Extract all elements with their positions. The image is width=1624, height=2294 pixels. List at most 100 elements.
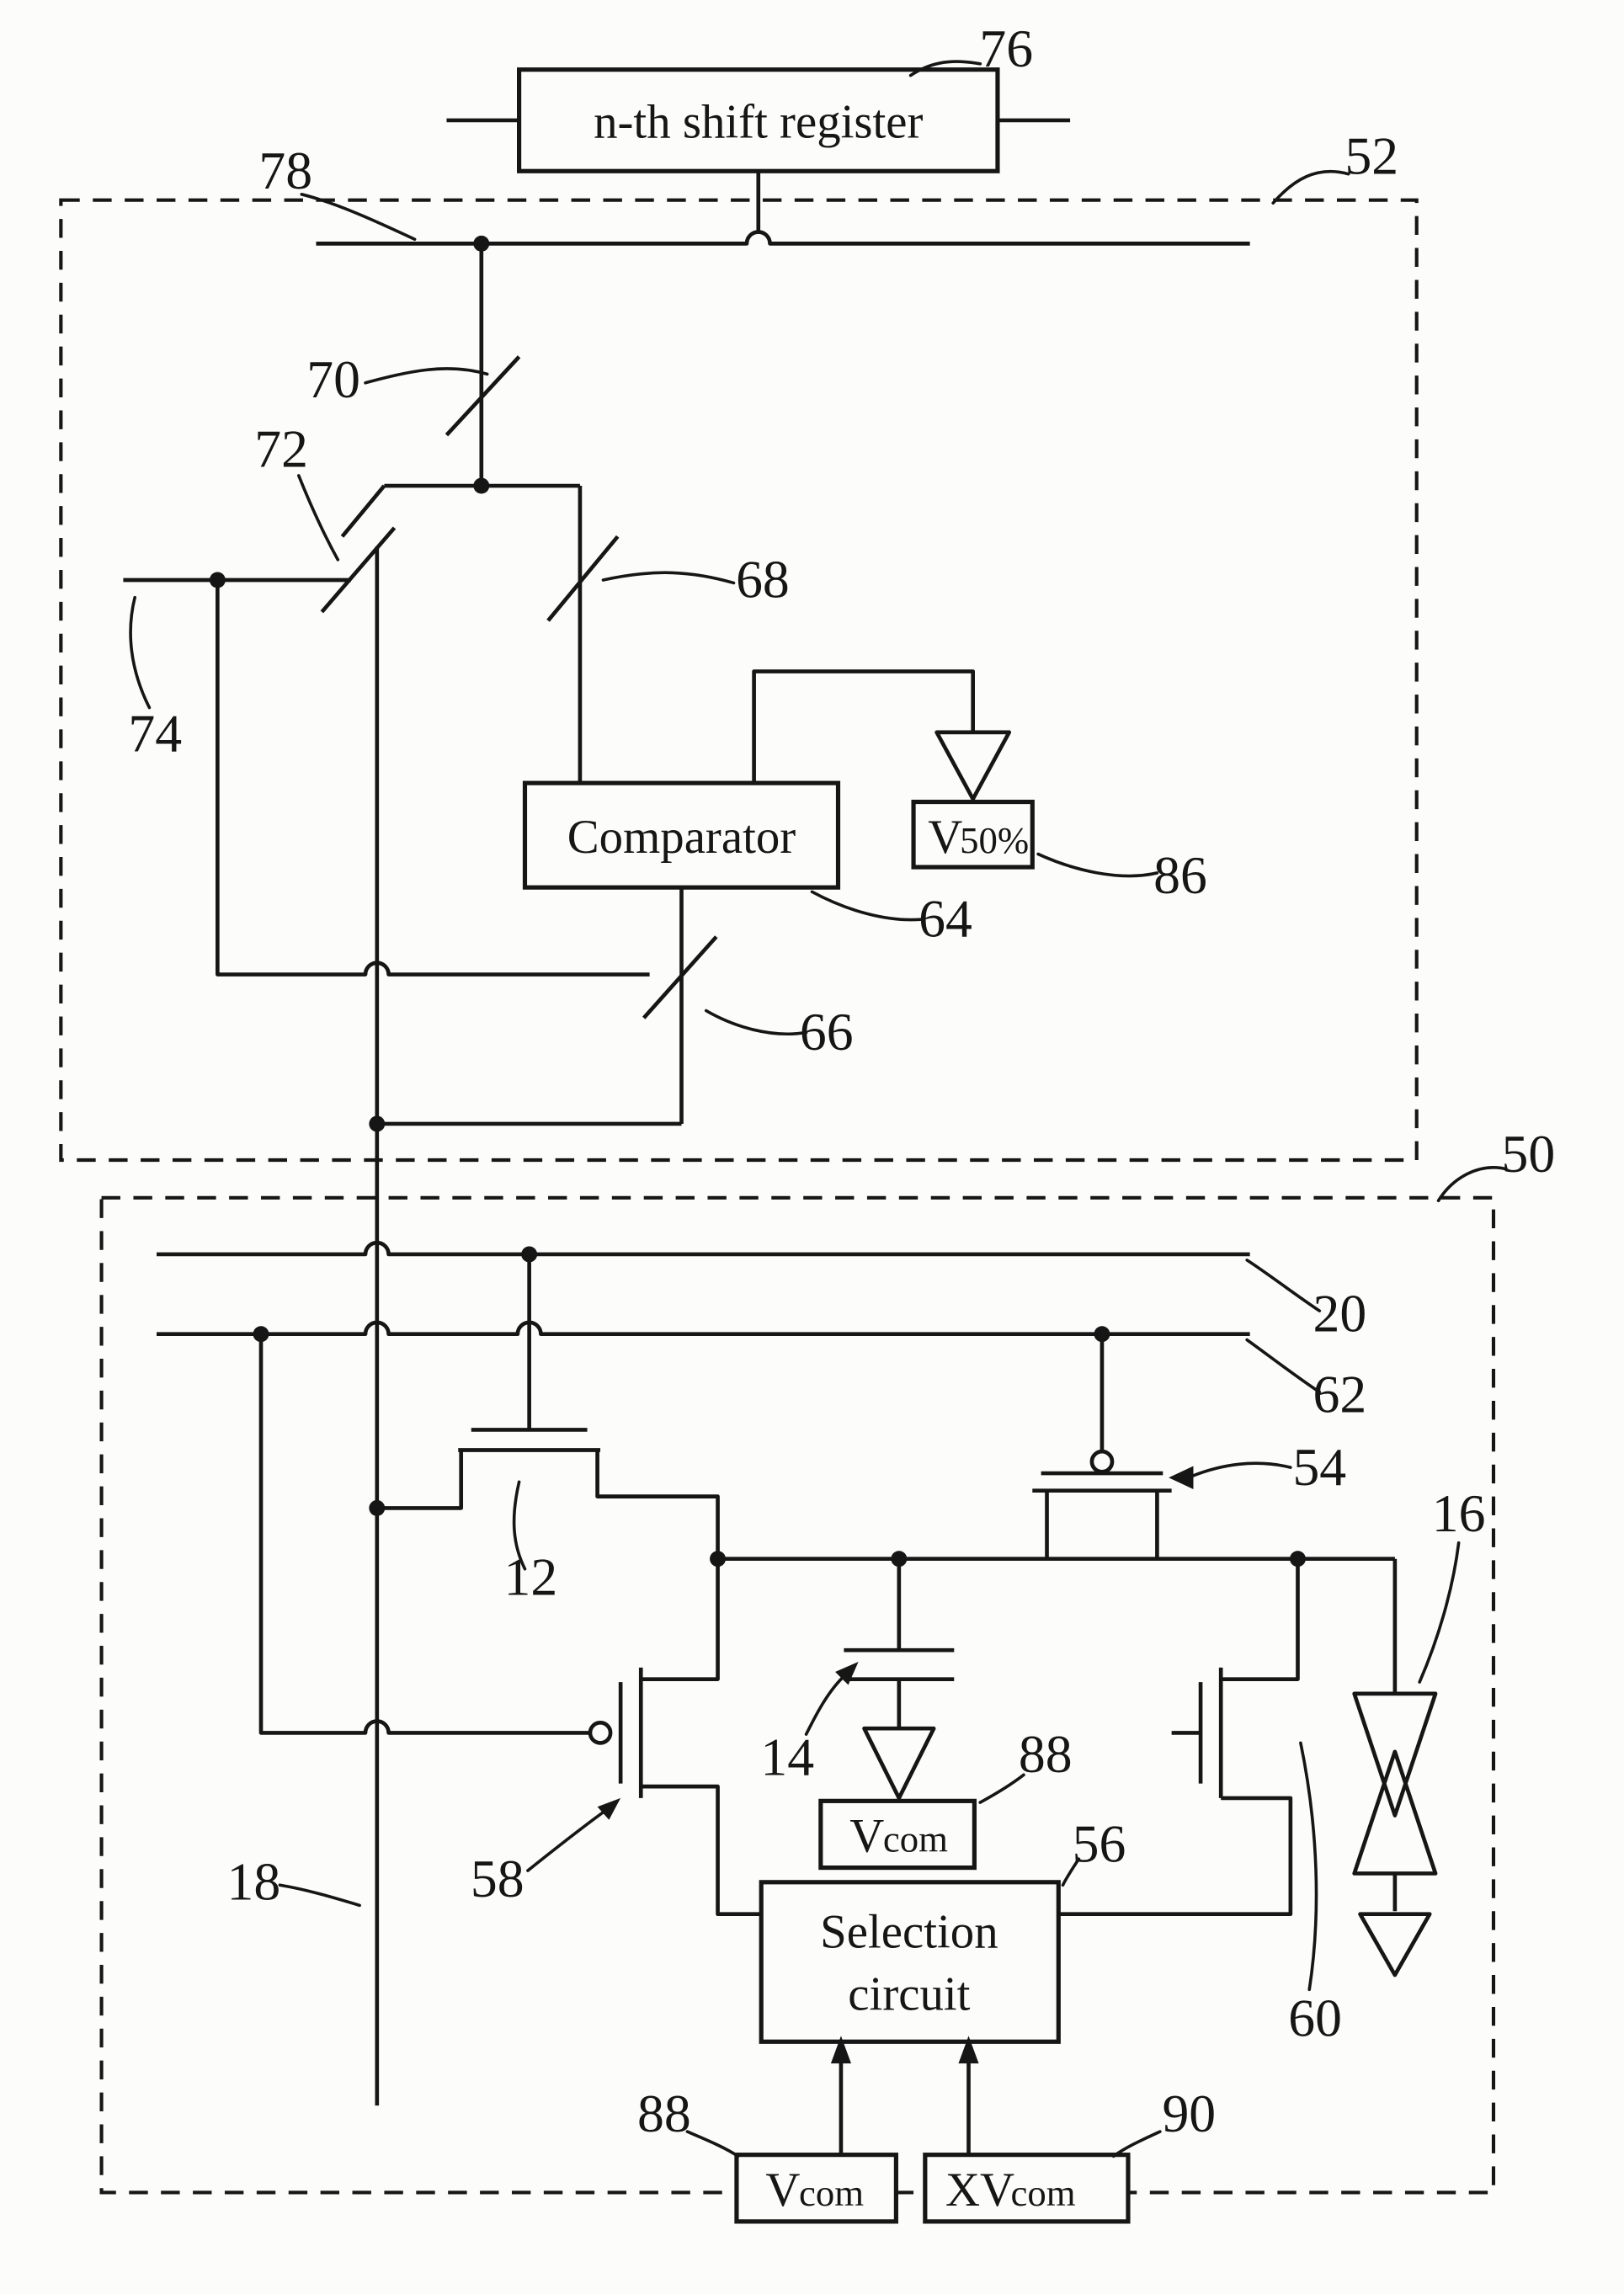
vcom-mid-label-prefix: V bbox=[849, 1810, 884, 1863]
leader-66 bbox=[704, 1009, 808, 1036]
ref-64: 64 bbox=[918, 889, 972, 949]
ref-72: 72 bbox=[254, 419, 308, 479]
xvcom-label-prefix: XV bbox=[945, 2164, 1014, 2217]
v50-source-triangle bbox=[934, 730, 1012, 801]
vcom-mid-box bbox=[818, 1798, 977, 1871]
leader-86 bbox=[1036, 852, 1159, 878]
switch-68-blade bbox=[546, 535, 620, 622]
ref-78: 78 bbox=[258, 141, 312, 200]
vcom-bottom-box bbox=[734, 2153, 898, 2224]
comparator-box bbox=[522, 780, 841, 890]
leader-78 bbox=[300, 193, 417, 242]
selection-circuit-label-line2: circuit bbox=[848, 1967, 970, 2020]
ref-68: 68 bbox=[736, 550, 790, 609]
junction-dot bbox=[1094, 1326, 1110, 1343]
vcom-input-arrowhead bbox=[830, 2036, 852, 2064]
junction-dot bbox=[253, 1326, 269, 1343]
ref-74: 74 bbox=[128, 703, 182, 763]
gate-line-78 bbox=[316, 230, 1250, 246]
ref-16: 16 bbox=[1432, 1483, 1486, 1543]
junction-dots bbox=[209, 235, 1306, 1567]
switch-72-blade bbox=[320, 526, 397, 614]
reference-numerals: 76 52 78 70 72 74 68 64 86 66 50 20 62 5… bbox=[128, 19, 1555, 2143]
leader-56 bbox=[1061, 1857, 1081, 1887]
ref-62: 62 bbox=[1313, 1365, 1367, 1424]
transistor-58-gate-wire bbox=[258, 1333, 589, 1735]
leader-72 bbox=[296, 474, 340, 562]
vcom-bottom-label-suffix: com bbox=[799, 2172, 864, 2214]
junction-dot bbox=[369, 1499, 386, 1516]
liquid-crystal-16 bbox=[1352, 1558, 1438, 1977]
transistor-54-gate-bubble bbox=[1089, 1449, 1115, 1474]
transistor-60-top-leg bbox=[1221, 1558, 1300, 1681]
ref-70: 70 bbox=[306, 349, 360, 409]
ref-52: 52 bbox=[1344, 126, 1398, 186]
selection-circuit-label-line1: Selection bbox=[820, 1905, 998, 1958]
leader-58-arrowhead bbox=[597, 1797, 621, 1820]
xvcom-label-suffix: com bbox=[1010, 2172, 1075, 2214]
ref-50: 50 bbox=[1501, 1124, 1555, 1184]
junction-dot bbox=[891, 1551, 908, 1567]
scan-line-62 bbox=[157, 1320, 1250, 1337]
junction-dot bbox=[521, 1246, 538, 1263]
ref-56: 56 bbox=[1073, 1814, 1126, 1874]
v50-feed-wire bbox=[752, 669, 976, 784]
leader-14-arrowhead bbox=[835, 1661, 859, 1685]
leader-76 bbox=[908, 60, 982, 77]
vcom-mid-triangle bbox=[862, 1726, 936, 1801]
ref-20: 20 bbox=[1313, 1283, 1367, 1343]
leader-68 bbox=[601, 571, 736, 585]
lc-triangle-down bbox=[1352, 1691, 1438, 1818]
leader-62 bbox=[1245, 1338, 1322, 1394]
ref-86: 86 bbox=[1153, 845, 1207, 905]
leader-54 bbox=[1190, 1461, 1292, 1478]
leader-20 bbox=[1245, 1259, 1322, 1312]
transistor-58-top-leg bbox=[641, 1558, 720, 1681]
shift-register-block: n-th shift register bbox=[446, 67, 1071, 232]
leader-52 bbox=[1271, 169, 1350, 205]
leader-88-bottom bbox=[685, 2130, 740, 2158]
junction-dot bbox=[473, 235, 490, 252]
transistor-60 bbox=[1058, 1558, 1300, 1917]
ref-14: 14 bbox=[760, 1727, 814, 1786]
reference-leaders bbox=[129, 60, 1507, 2158]
ref-58: 58 bbox=[471, 1849, 524, 1908]
ref-76: 76 bbox=[979, 19, 1033, 78]
leader-54-arrowhead bbox=[1169, 1466, 1194, 1490]
leader-16 bbox=[1418, 1541, 1461, 1684]
ref-18: 18 bbox=[227, 1851, 281, 1911]
v50-label-prefix: V bbox=[928, 811, 962, 864]
leader-14 bbox=[804, 1676, 844, 1736]
ref-12: 12 bbox=[504, 1547, 558, 1607]
ref-88-mid: 88 bbox=[1019, 1724, 1073, 1784]
transistor-12-right-leg bbox=[595, 1450, 720, 1559]
junction-dot bbox=[209, 572, 226, 588]
v50-label-suffix: 50% bbox=[960, 819, 1029, 861]
xvcom-input-arrowhead bbox=[958, 2036, 979, 2064]
junction-dot bbox=[473, 477, 490, 494]
transistor-12-left-leg bbox=[376, 1450, 464, 1510]
junction-dot bbox=[710, 1551, 727, 1567]
switch-66-blade bbox=[642, 935, 718, 1019]
xvcom-box bbox=[923, 2153, 1131, 2224]
switch-70-blade bbox=[445, 355, 521, 437]
shift-register-label: n-th shift register bbox=[594, 96, 923, 149]
ref-60: 60 bbox=[1288, 1988, 1342, 2047]
transistor-58-bottom-leg bbox=[641, 1784, 762, 1917]
leader-18 bbox=[278, 1883, 361, 1908]
ref-66: 66 bbox=[800, 1002, 854, 1062]
transistor-58 bbox=[258, 1333, 762, 1917]
selection-circuit-block: Selection circuit V com XV com bbox=[734, 1880, 1131, 2224]
switch-66-gate-wire bbox=[216, 580, 650, 977]
upper-block-52-outline bbox=[59, 198, 1419, 1163]
leader-12 bbox=[512, 1480, 527, 1571]
leader-58 bbox=[526, 1809, 607, 1872]
junction-dot bbox=[1290, 1551, 1306, 1567]
leader-88-mid bbox=[978, 1773, 1025, 1804]
comparator-label: Comparator bbox=[567, 811, 796, 864]
transistor-54 bbox=[1032, 1333, 1172, 1559]
leader-50 bbox=[1436, 1166, 1507, 1203]
transistor-58-gate-bubble bbox=[588, 1721, 613, 1745]
